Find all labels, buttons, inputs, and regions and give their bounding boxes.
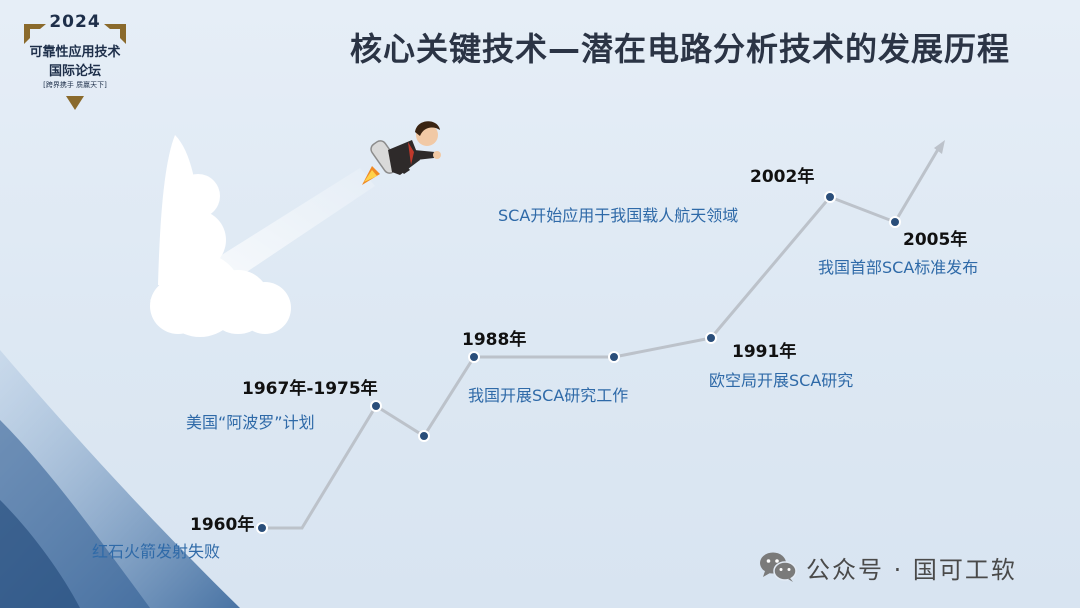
event-1991: 欧空局开展SCA研究 [709, 371, 854, 390]
logo-tagline: [跨界携手 质赢天下] [43, 81, 107, 89]
year-1988: 1988年 [462, 330, 527, 350]
slide-title: 核心关键技术—潜在电路分析技术的发展历程 [349, 30, 1010, 68]
node-1975 [418, 430, 430, 442]
logo-line1: 可靠性应用技术 [29, 45, 121, 60]
watermark-text: 公众号 · 国可工软 [806, 556, 1017, 584]
node-1991 [705, 332, 717, 344]
node-1988 [468, 351, 480, 363]
year-2005: 2005年 [903, 230, 968, 250]
timeline-nodes [256, 191, 901, 534]
logo-line2: 国际论坛 [48, 64, 101, 79]
logo-emblem [24, 24, 126, 110]
year-1960: 1960年 [190, 515, 255, 535]
event-1967-1975: 美国“阿波罗”计划 [186, 413, 315, 432]
logo-year: 2024 [49, 12, 101, 32]
year-1967-1975: 1967年-1975年 [242, 379, 378, 399]
node-2005 [889, 216, 901, 228]
forum-logo: 2024 可靠性应用技术 国际论坛 [跨界携手 质赢天下] [10, 8, 140, 118]
event-1988: 我国开展SCA研究工作 [468, 386, 629, 405]
event-2002: SCA开始应用于我国载人航天领域 [498, 206, 739, 225]
smoke-trail [150, 135, 375, 337]
wechat-watermark: 公众号 · 国可工软 [758, 548, 1058, 584]
timeline-path [262, 140, 945, 530]
year-1991: 1991年 [732, 342, 797, 362]
wechat-icon [760, 552, 797, 582]
jetpack-man-illustration [362, 121, 441, 185]
year-2002: 2002年 [750, 167, 815, 187]
node-1967 [370, 400, 382, 412]
node-mid [608, 351, 620, 363]
node-1960 [256, 522, 268, 534]
event-1960: 红石火箭发射失败 [92, 542, 221, 561]
node-2002 [824, 191, 836, 203]
event-2005: 我国首部SCA标准发布 [818, 258, 979, 277]
